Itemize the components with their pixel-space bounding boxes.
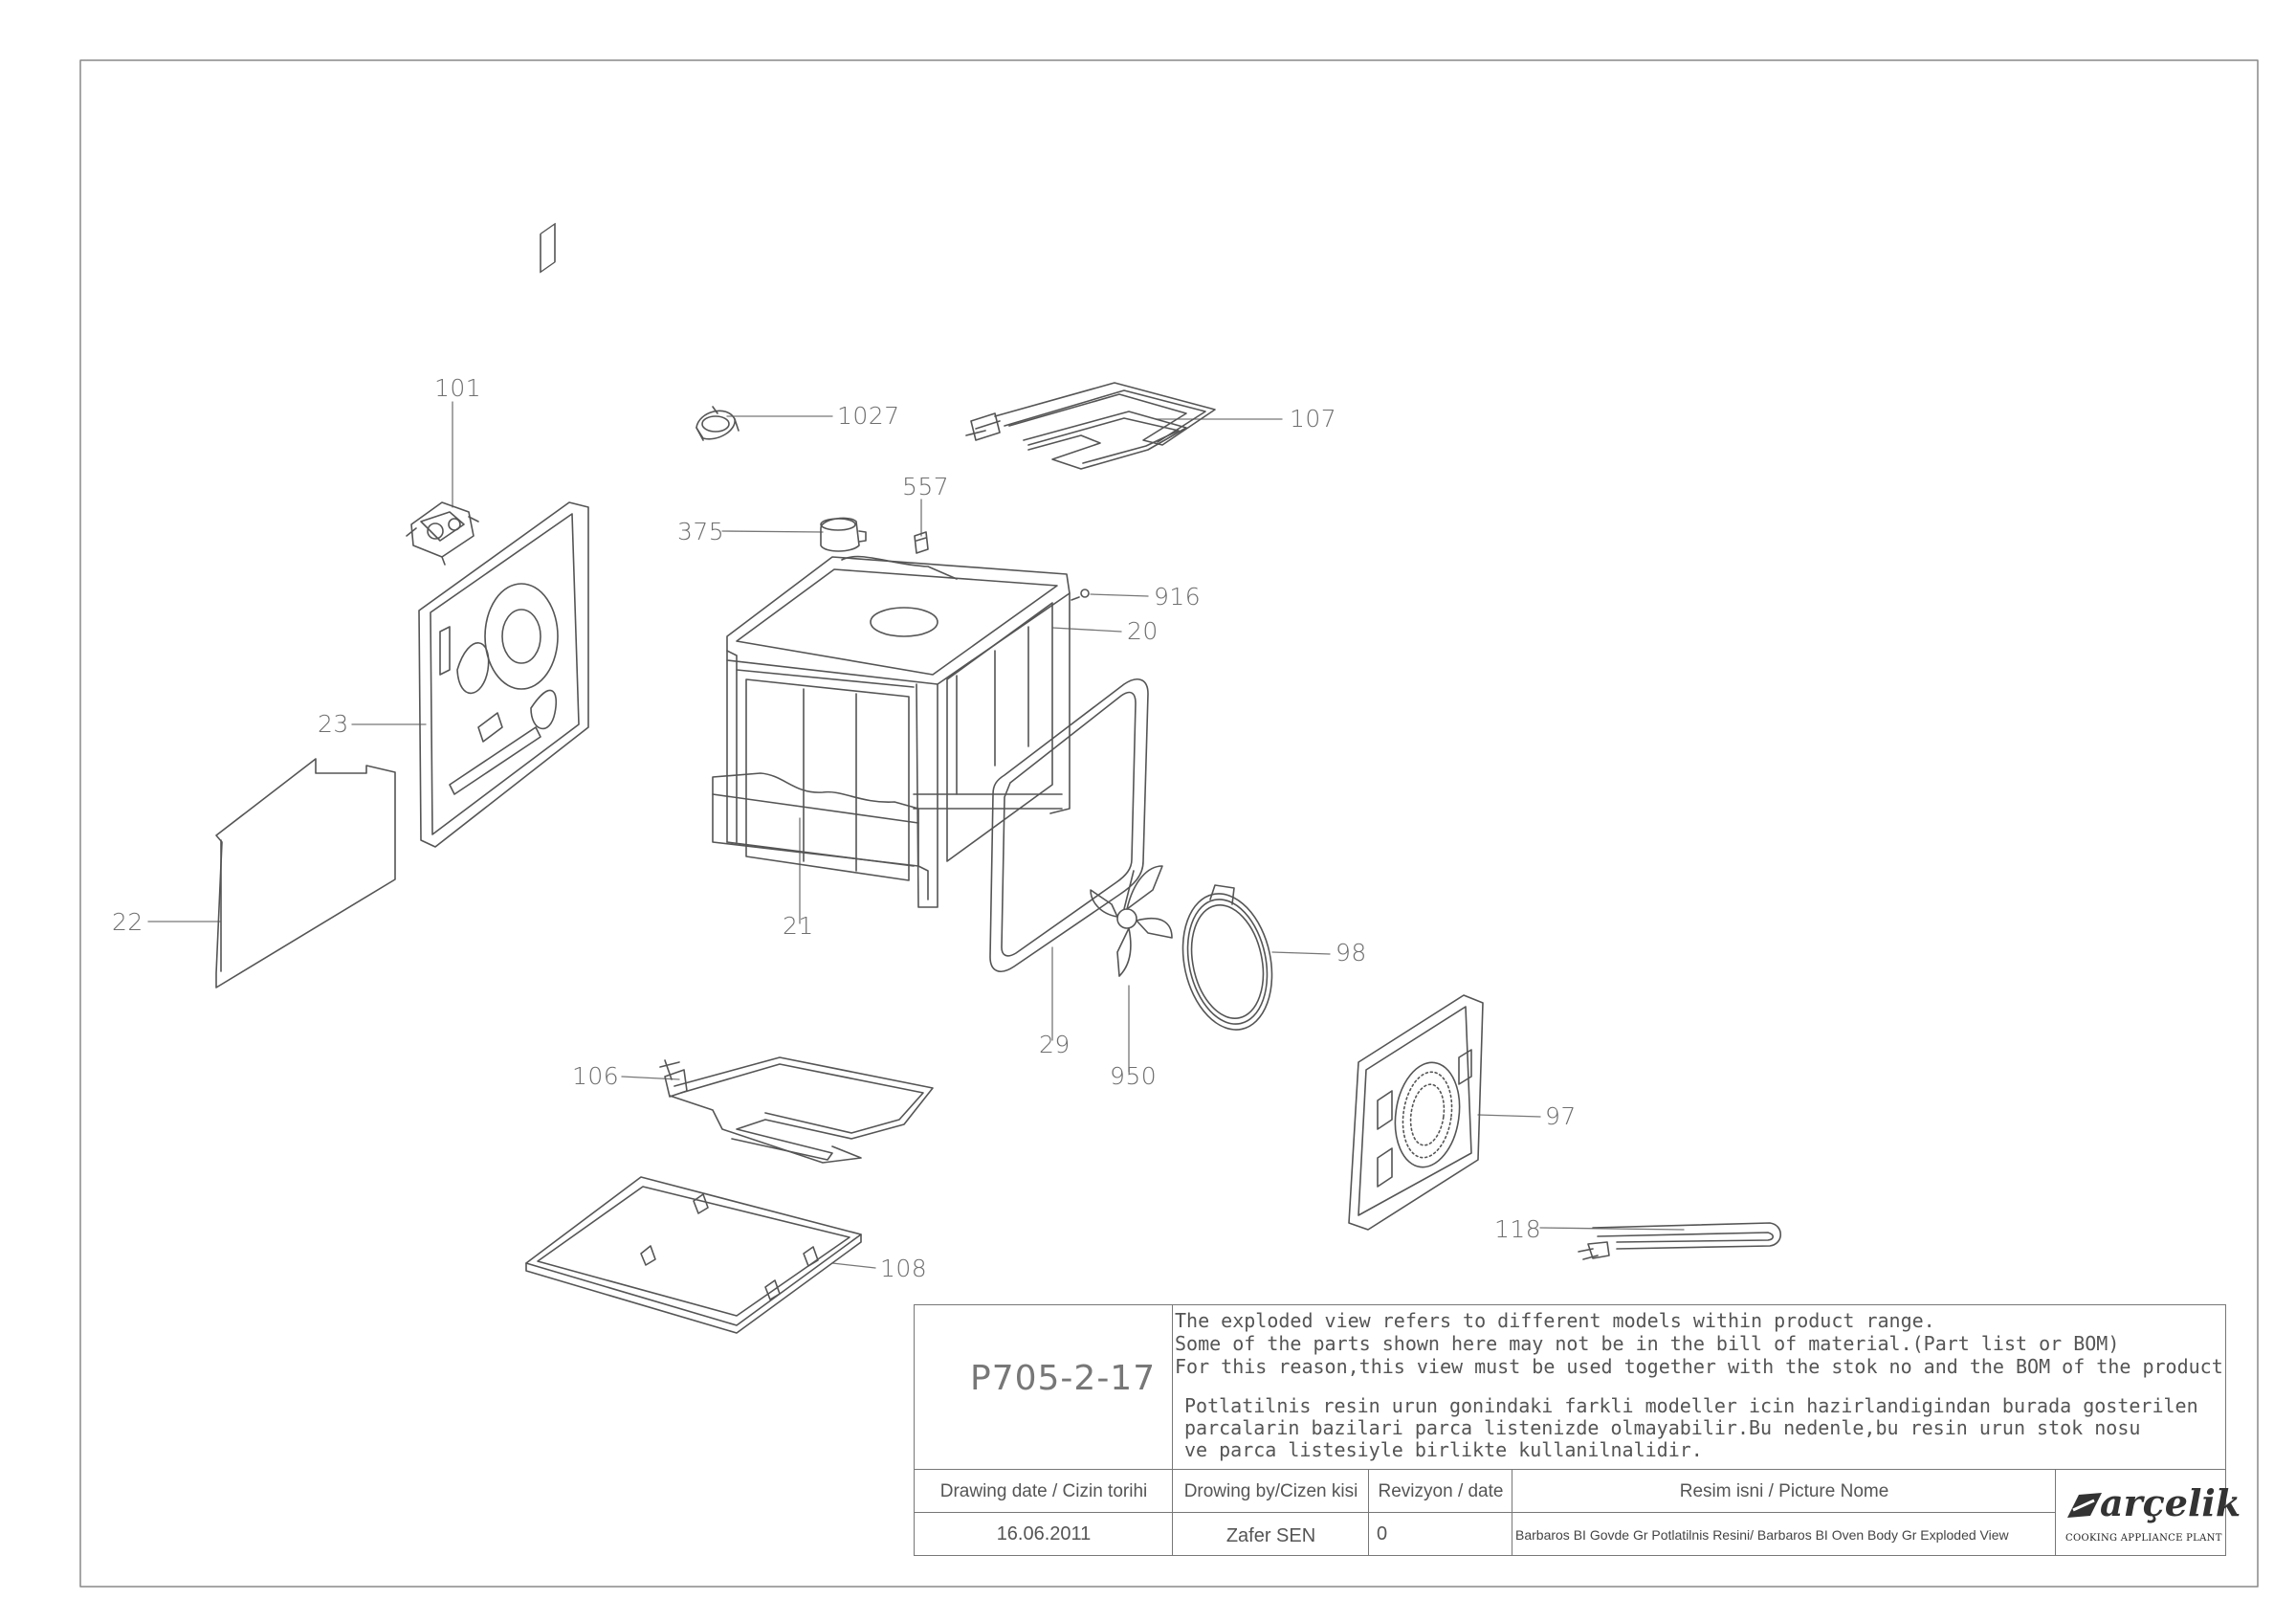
note-tr-line: ve parca listesiyle birlikte kullanilnal… — [1184, 1438, 1703, 1461]
part-375-fan-motor — [820, 517, 867, 552]
brand-name: arçelik — [2100, 1481, 2241, 1524]
note-tr-line: parcalarin bazilari parca listenizde olm… — [1184, 1416, 2141, 1439]
note-tr-line: Potlatilnis resin urun gonindaki farkli … — [1184, 1394, 2198, 1417]
part-106-bottom-heating-element — [659, 1056, 934, 1164]
part-23-rear-panel — [418, 222, 589, 848]
drawing-by-header-cell: Drowing by/Cizen kisi — [1173, 1470, 1369, 1513]
part-101-switch-block — [406, 501, 479, 566]
callout-label: 22 — [112, 908, 144, 936]
part-29-door-seal — [989, 678, 1149, 972]
drawing-date-cell: 16.06.2011 — [915, 1513, 1173, 1555]
note-en-line: Some of the parts shown here may not be … — [1175, 1332, 2120, 1355]
part-557-clip — [914, 531, 929, 554]
logo-cell: arçelik COOKING APPLIANCE PLANT — [2056, 1470, 2241, 1555]
callout-label: 21 — [783, 912, 814, 940]
picture-name-header-cell: Resim isni / Picture Nome — [1512, 1470, 2056, 1513]
note-en-line: The exploded view refers to different mo… — [1175, 1309, 1935, 1332]
part-21-bottom-frame — [712, 772, 929, 900]
plant-name: COOKING APPLIANCE PLANT — [2065, 1533, 2222, 1544]
callout-label: 29 — [1039, 1031, 1071, 1058]
callout-label: 950 — [1110, 1062, 1158, 1090]
part-950-fan-blade — [1090, 865, 1173, 977]
callout-label: 557 — [902, 473, 950, 500]
callout-label: 108 — [880, 1255, 928, 1282]
callout-label: 98 — [1336, 939, 1367, 967]
part-107-top-heating-element — [965, 382, 1216, 470]
part-98-fan-ring — [1181, 884, 1273, 1031]
part-916-screw — [1071, 589, 1090, 601]
callout-label: 20 — [1127, 617, 1159, 645]
drawing-by-header: Drowing by/Cizen kisi — [1183, 1481, 1358, 1501]
callout-label: 916 — [1154, 583, 1202, 611]
part-20-oven-cavity — [726, 555, 1071, 908]
note-cell: The exploded view refers to different mo… — [1173, 1305, 2225, 1470]
callout-label: 375 — [677, 518, 725, 545]
part-1027-lamp-holder — [695, 406, 740, 441]
callout-label: 106 — [572, 1062, 620, 1090]
revision-value: 0 — [1377, 1523, 1388, 1544]
part-97-fan-cover — [1348, 994, 1484, 1231]
drawing-date-header-cell: Drawing date / Cizin torihi — [915, 1470, 1173, 1513]
revision-header: Revizyon / date — [1378, 1481, 1504, 1501]
part-118-element — [1578, 1222, 1782, 1260]
arcelik-logo-icon — [2067, 1493, 2102, 1518]
drawing-date-value: 16.06.2011 — [996, 1523, 1092, 1544]
picture-name-cell: Barbaros BI Govde Gr Potlatilnis Resini/… — [1512, 1513, 2056, 1555]
picture-name-header: Resim isni / Picture Nome — [1679, 1481, 1889, 1501]
callout-label: 118 — [1494, 1215, 1542, 1243]
callout-label: 23 — [318, 710, 349, 738]
drawing-by-value: Zafer SEN — [1225, 1525, 1316, 1546]
revision-cell: 0 — [1369, 1513, 1512, 1555]
code-cell: P705-2-17 — [915, 1305, 1173, 1470]
drawing-date-header: Drawing date / Cizin torihi — [939, 1481, 1148, 1501]
picture-name-value: Barbaros BI Govde Gr Potlatilnis Resini/… — [1515, 1527, 2009, 1543]
title-block: P705-2-17 The exploded view refers to di… — [914, 1304, 2241, 1556]
drawing-by-cell: Zafer SEN — [1173, 1513, 1369, 1555]
revision-header-cell: Revizyon / date — [1369, 1470, 1512, 1513]
sheet-border — [79, 59, 2259, 1588]
part-22-insulation-panel — [215, 758, 396, 989]
part-108-bottom-plate — [525, 1176, 862, 1334]
callout-label: 97 — [1545, 1102, 1577, 1130]
callout-label: 107 — [1290, 405, 1337, 433]
callout-label: 101 — [434, 374, 482, 402]
callout-label: 1027 — [837, 402, 900, 430]
note-en-line: For this reason,this view must be used t… — [1175, 1355, 2223, 1378]
drawing-code: P705-2-17 — [970, 1359, 1157, 1398]
leader-lines — [147, 401, 1685, 1269]
